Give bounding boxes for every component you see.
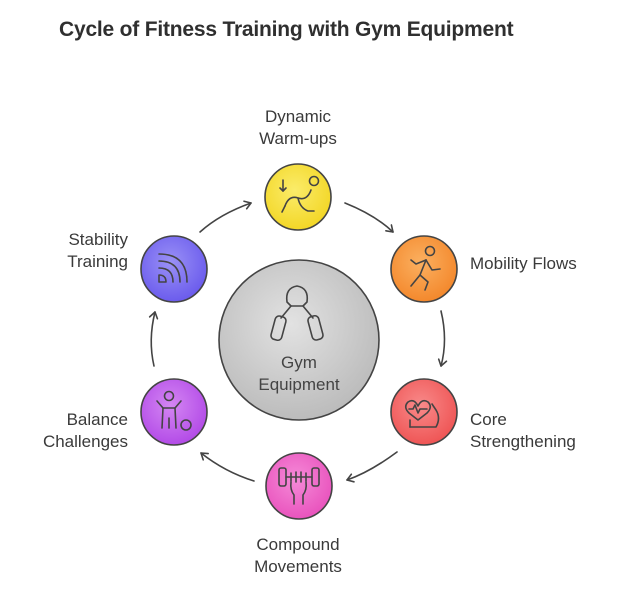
step-label-stability-line1: Stability [68,230,128,249]
diagram-title: Cycle of Fitness Training with Gym Equip… [59,18,514,41]
center-label: Gym Equipment [239,352,359,396]
center-label-line2: Equipment [258,375,340,394]
step-label-compound-line1: Compound [256,535,340,554]
step-label-mobility-line1: Mobility Flows [470,254,577,273]
arrow-balance-to-stability [148,311,159,367]
step-label-balance: Balance Challenges [18,409,128,453]
stretch-icon [279,175,320,213]
step-label-compound: Compound Movements [238,534,358,578]
child-ball-icon [156,390,192,431]
step-node-compound [265,452,333,520]
step-label-compound-line2: Movements [254,557,342,576]
step-node-stability [140,235,208,303]
arrow-core-to-compound [346,451,398,483]
hand-gripper-icon [270,285,324,342]
step-label-warmups-line1: Dynamic [264,107,332,126]
center-node [218,259,380,421]
arm-heart-icon [404,399,440,428]
arrow-stability-to-warmup [199,200,252,233]
arrow-warmup-to-mobility [344,202,394,233]
running-icon [410,245,441,291]
step-node-balance [140,378,208,446]
step-label-core-line1: Core [470,410,507,429]
step-label-warmups: Dynamic Warm-ups [238,106,358,150]
step-label-stability-line2: Training [67,252,128,271]
step-label-core-line2: Strengthening [470,432,576,451]
step-node-warmups [264,163,332,231]
step-node-mobility [390,235,458,303]
step-label-balance-line2: Challenges [42,432,128,451]
wifi-curves-icon [158,253,188,283]
dumbbell-hand-icon [278,467,320,505]
step-label-mobility: Mobility Flows [470,253,577,275]
arrow-compound-to-balance [200,452,255,482]
cycle-arrows [148,200,448,483]
step-node-core [390,378,458,446]
arrow-mobility-to-core [437,310,448,367]
step-label-stability: Stability Training [18,229,128,273]
step-label-core: Core Strengthening [470,409,576,453]
step-label-warmups-line2: Warm-ups [259,129,337,148]
center-label-line1: Gym [281,353,317,372]
step-label-balance-line1: Balance [66,410,128,429]
